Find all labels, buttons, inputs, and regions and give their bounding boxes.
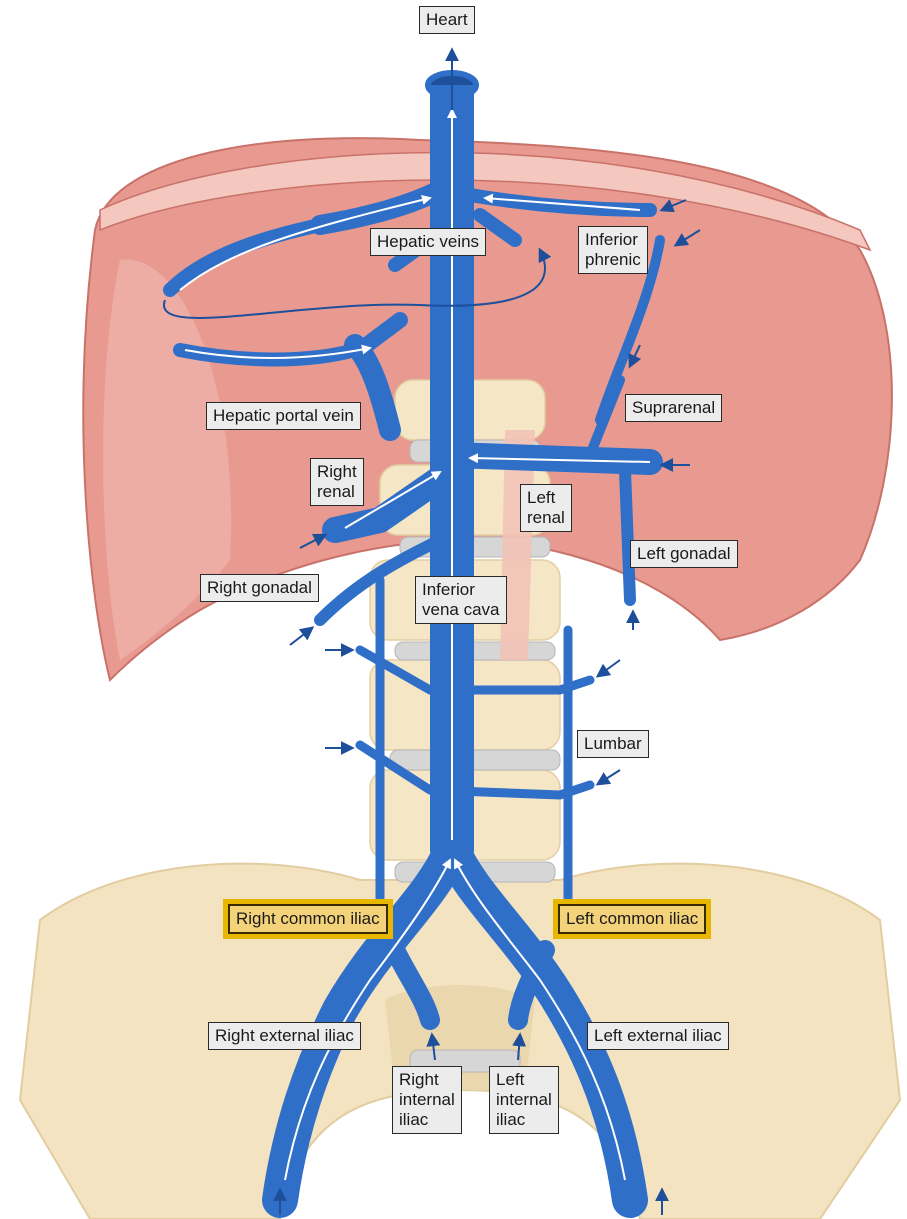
label-inferior-phrenic: Inferior phrenic: [578, 226, 648, 274]
label-right-gonadal: Right gonadal: [200, 574, 319, 602]
label-right-internal-iliac: Right internal iliac: [392, 1066, 462, 1134]
label-left-common-iliac: Left common iliac: [558, 904, 706, 934]
label-hepatic-veins: Hepatic veins: [370, 228, 486, 256]
label-suprarenal: Suprarenal: [625, 394, 722, 422]
label-left-gonadal: Left gonadal: [630, 540, 738, 568]
label-right-external-iliac: Right external iliac: [208, 1022, 361, 1050]
label-right-common-iliac: Right common iliac: [228, 904, 388, 934]
label-inferior-vena-cava: Inferior vena cava: [415, 576, 507, 624]
label-left-renal: Left renal: [520, 484, 572, 532]
label-right-renal: Right renal: [310, 458, 364, 506]
label-left-internal-iliac: Left internal iliac: [489, 1066, 559, 1134]
left-gonadal-vessel: [625, 470, 630, 600]
label-hepatic-portal-vein: Hepatic portal vein: [206, 402, 361, 430]
label-heart: Heart: [419, 6, 475, 34]
label-left-external-iliac: Left external iliac: [587, 1022, 729, 1050]
label-lumbar: Lumbar: [577, 730, 649, 758]
